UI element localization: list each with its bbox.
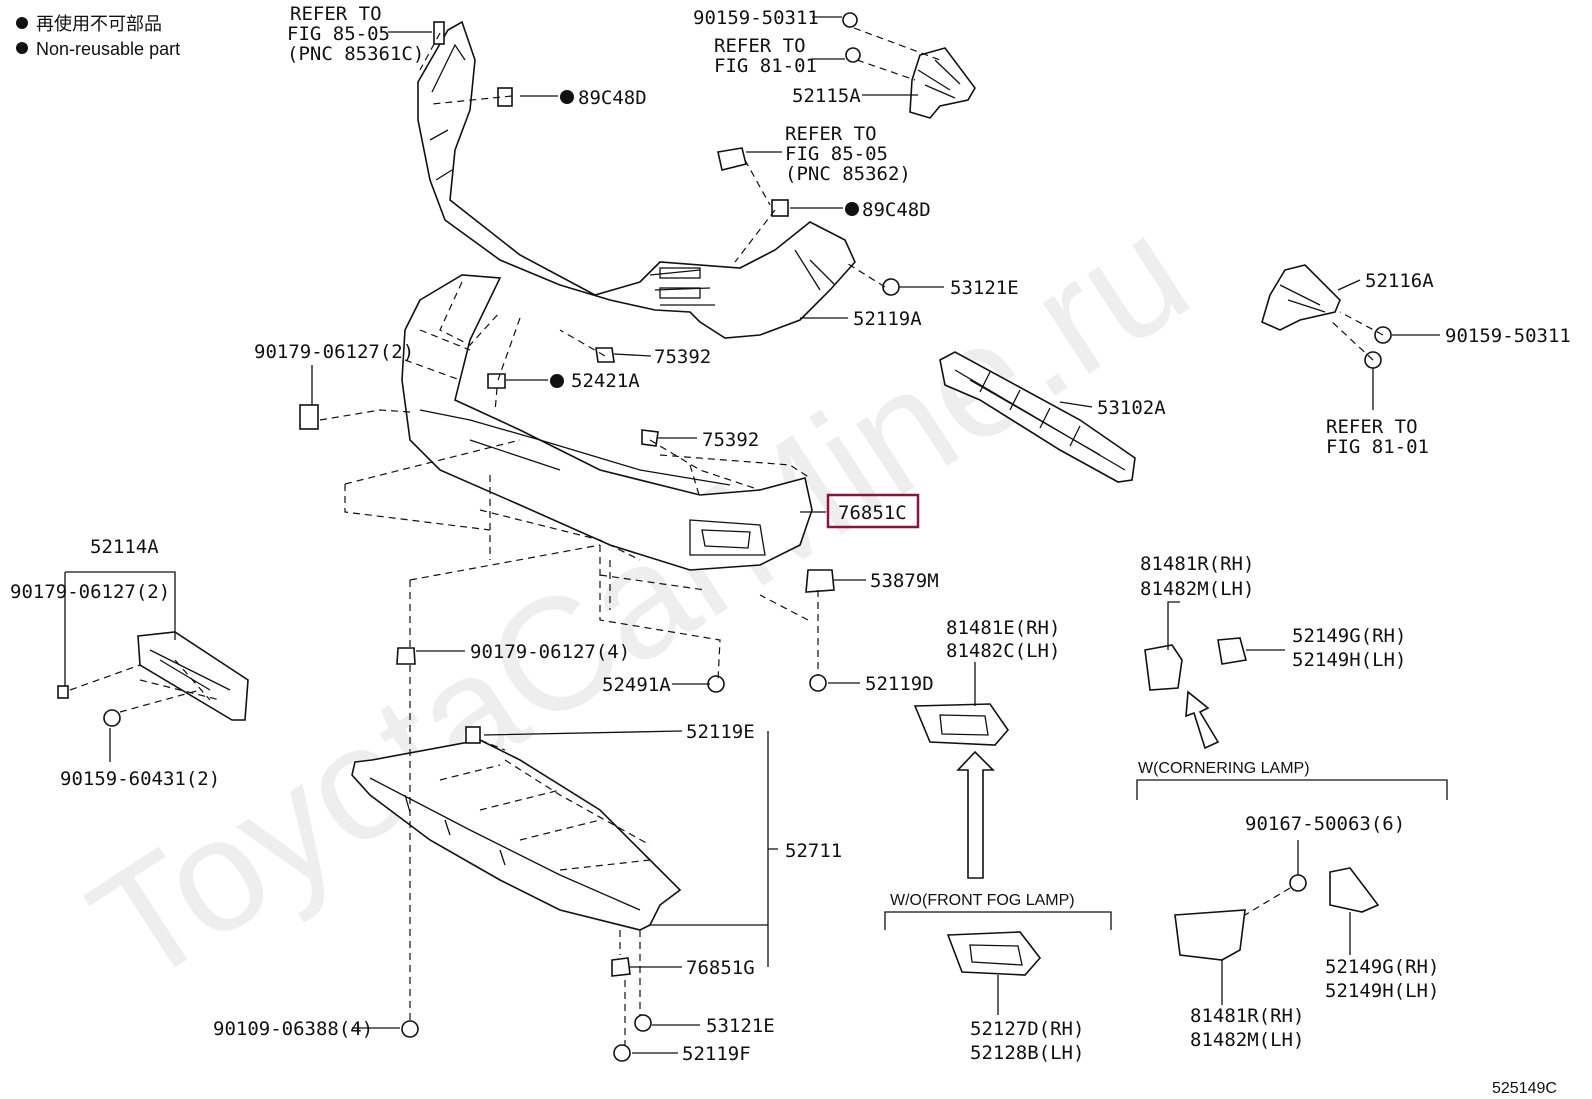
part-label[interactable]: 52149G(RH) — [1325, 956, 1439, 978]
refer-note-3-line3: (PNC 85362) — [785, 163, 911, 185]
part-label[interactable]: 81481R(RH) — [1190, 1005, 1304, 1027]
part-label[interactable]: 52119E — [686, 721, 755, 743]
part-label-highlighted[interactable]: 76851C — [838, 502, 907, 524]
refer-note-3-line2: FIG 85-05 — [785, 143, 888, 165]
refer-note-2-line1: REFER TO — [714, 35, 806, 57]
fog-bezel-shape — [913, 703, 1010, 746]
refer-note-1-line3: (PNC 85361C) — [287, 43, 424, 65]
group-caption-cornering: W(CORNERING LAMP) — [1138, 760, 1310, 777]
legend: 再使用不可部品 Non-reusable part — [16, 14, 180, 59]
part-label[interactable]: 52119F — [682, 1043, 751, 1065]
bumper-retainer-shape — [417, 20, 856, 339]
group-caption-no-fog: W/O(FRONT FOG LAMP) — [890, 892, 1075, 909]
part-label[interactable]: 52114A — [90, 536, 159, 558]
part-label[interactable]: 53121E — [706, 1015, 775, 1037]
part-label[interactable]: 53879M — [870, 570, 939, 592]
part-label[interactable]: 52491A — [602, 674, 671, 696]
part-label[interactable]: 81481E(RH) — [946, 617, 1060, 639]
nonreusable-markers — [550, 90, 859, 388]
part-label[interactable]: 52149H(LH) — [1325, 980, 1439, 1002]
part-label[interactable]: 90179-06127(2) — [10, 581, 170, 603]
diagram-code: 525149C — [1492, 1080, 1557, 1097]
bracket-52116A-shape — [1261, 264, 1341, 331]
part-label[interactable]: 75392 — [654, 346, 711, 368]
part-label[interactable]: 90159-60431(2) — [60, 768, 220, 790]
legend-en: Non-reusable part — [36, 39, 180, 59]
refer-note-4-line2: FIG 81-01 — [1326, 436, 1429, 458]
part-label[interactable]: 52116A — [1365, 270, 1434, 292]
part-label[interactable]: 90109-06388(4) — [213, 1018, 373, 1040]
part-label[interactable]: 53121E — [950, 277, 1019, 299]
cornering-lamp-shape — [1144, 637, 1380, 961]
part-label[interactable]: 90179-06127(2) — [254, 341, 414, 363]
refer-note-4-line1: REFER TO — [1326, 416, 1418, 438]
license-bracket-shape — [137, 631, 249, 721]
part-label[interactable]: 90159-50311 — [693, 7, 819, 29]
part-label[interactable]: 81482C(LH) — [946, 640, 1060, 662]
group-brackets — [884, 779, 1448, 930]
fasteners — [57, 12, 1392, 1062]
part-label[interactable]: 75392 — [702, 429, 759, 451]
skid-plate-shape — [351, 739, 682, 931]
assembly-lines — [69, 27, 1384, 1045]
part-label[interactable]: 81482M(LH) — [1190, 1029, 1304, 1051]
grille-53102A-shape — [939, 351, 1136, 483]
part-label[interactable]: 52119D — [865, 673, 934, 695]
refer-note-2-line2: FIG 81-01 — [714, 55, 817, 77]
part-label[interactable]: 52119A — [853, 308, 922, 330]
part-label[interactable]: 52128B(LH) — [970, 1042, 1084, 1064]
cover-52127D-shape — [946, 931, 1042, 976]
part-label[interactable]: 52711 — [785, 840, 842, 862]
part-label[interactable]: 52149H(LH) — [1292, 649, 1406, 671]
part-label[interactable]: 52115A — [792, 85, 861, 107]
part-label[interactable]: 53102A — [1097, 397, 1166, 419]
leader-lines — [64, 16, 1440, 1054]
part-label[interactable]: 52421A — [571, 370, 640, 392]
refer-note-1-line2: FIG 85-05 — [287, 23, 390, 45]
part-label[interactable]: 89C48D — [862, 199, 931, 221]
highlight-box — [826, 493, 920, 529]
part-label[interactable]: 81482M(LH) — [1140, 578, 1254, 600]
bracket-52115A-shape — [909, 47, 976, 119]
part-label[interactable]: 76851G — [686, 957, 755, 979]
refer-note-3-line1: REFER TO — [785, 123, 877, 145]
part-label[interactable]: 89C48D — [578, 87, 647, 109]
legend-jp: 再使用不可部品 — [36, 14, 162, 34]
part-label[interactable]: 52127D(RH) — [970, 1018, 1084, 1040]
refer-note-1-line1: REFER TO — [290, 3, 382, 25]
part-label[interactable]: 52149G(RH) — [1292, 625, 1406, 647]
part-label[interactable]: 90179-06127(4) — [470, 641, 630, 663]
bumper-cover-shape — [401, 274, 813, 571]
part-label[interactable]: 81481R(RH) — [1140, 553, 1254, 575]
direction-arrows — [956, 690, 1220, 879]
part-label[interactable]: 90167-50063(6) — [1245, 813, 1405, 835]
part-label[interactable]: 90159-50311 — [1445, 325, 1571, 347]
